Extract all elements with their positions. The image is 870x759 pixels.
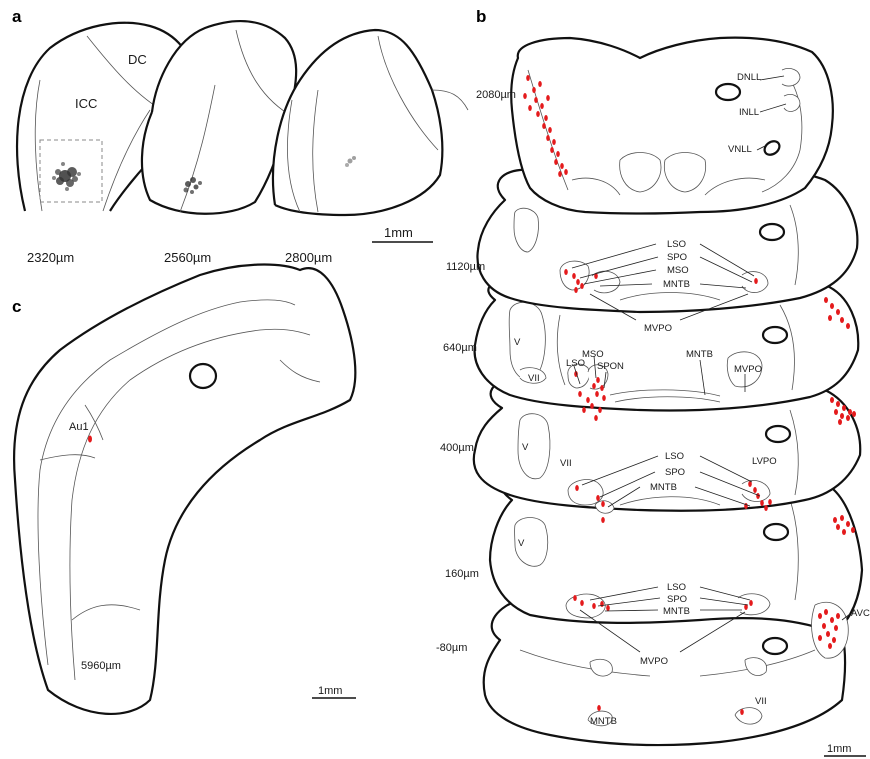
vessel [760,224,784,240]
label-mntb: MNTB [590,716,617,727]
depth-label: 2320µm [27,250,74,265]
panel-b-section-2080: DNLL INLL VNLL 2080µm [476,38,833,214]
label-mso: MSO [667,265,689,276]
label-lso: LSO [566,358,585,369]
label-mntb: MNTB [650,482,677,493]
depth-label: 400µm [440,442,474,454]
label-v: V [522,442,529,453]
label-mso: MSO [582,349,604,360]
label-vii: VII [560,458,572,469]
depth-label: 2560µm [164,250,211,265]
label-lso: LSO [665,451,684,462]
avcn-region [812,602,849,658]
label-dnll: DNLL [737,72,761,83]
panel-a-section-2800: 2800µm [273,30,468,265]
section-outline [273,30,442,215]
labeled-cell [88,436,92,443]
label-mvpo: MVPO [644,323,672,334]
label-vii: VII [528,373,540,384]
vessel [764,524,788,540]
label-avcn: AVCN [851,608,870,619]
panel-c: c Au1 5960µm 1mm [12,265,356,714]
panel-c-letter: c [12,297,21,316]
vessel [190,364,216,388]
panel-c-scale-bar: 1mm [312,685,356,698]
label-mntb: MNTB [663,606,690,617]
scale-bar-label: 1mm [318,685,342,697]
vessel [766,426,790,442]
scale-bar-label: 1mm [384,225,413,240]
inner-boundary [784,94,800,111]
inner-boundary [782,68,800,86]
label-vnll: VNLL [728,144,752,155]
section-outline [511,38,833,214]
label-spo: SPO [667,252,687,263]
vessel [763,327,787,343]
label-icc: ICC [75,96,97,111]
panel-a-scale-bar: 1mm [372,225,433,242]
depth-label: 2800µm [285,250,332,265]
label-lso: LSO [667,239,686,250]
label-dc: DC [128,52,147,67]
panel-b-letter: b [476,7,486,26]
label-spon: SPON [597,361,624,372]
avcn-annotation: AVCN [812,602,870,658]
label-mvpo: MVPO [734,364,762,375]
depth-label: 160µm [445,568,479,580]
depth-label: 2080µm [476,89,516,101]
scale-bar-label: 1mm [827,743,851,755]
vessel [763,638,787,654]
labeled-cell [597,705,601,711]
depth-label: -80µm [436,642,467,654]
label-mntb: MNTB [686,349,713,360]
panel-a-letter: a [12,7,22,26]
label-au1: Au1 [69,421,89,433]
label-inll: INLL [739,107,759,118]
panel-a: a DC ICC LC 2320µm [12,7,468,265]
label-mntb: MNTB [663,279,690,290]
panel-b-scale-bar: 1mm [824,743,866,756]
depth-label: 5960µm [81,660,121,672]
label-lso: LSO [667,582,686,593]
label-mvpo: MVPO [640,656,668,667]
label-v: V [514,337,521,348]
label-spo: SPO [667,594,687,605]
depth-label: 1120µm [446,261,485,273]
label-spo: SPO [665,467,685,478]
section-outline [14,265,355,714]
label-vii: VII [755,696,767,707]
label-lvpo: LVPO [752,456,777,467]
label-v: V [518,538,525,549]
panel-b: b VII MNTB -80µm [436,7,870,756]
depth-label: 640µm [443,342,477,354]
labeled-cell [740,709,744,715]
vessel [716,84,740,100]
